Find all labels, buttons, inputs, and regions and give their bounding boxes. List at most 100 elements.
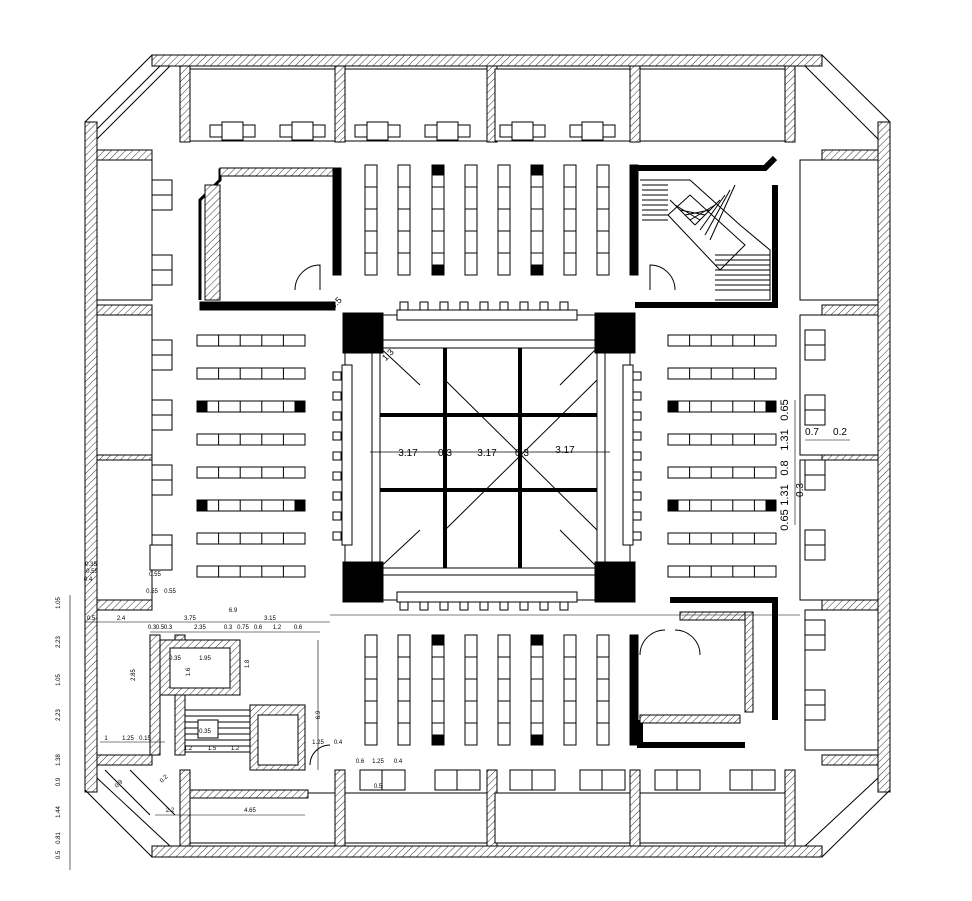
dimension-label: 0.9	[114, 779, 125, 790]
dimension-label: 1.6	[186, 667, 192, 676]
balcony-ledge	[396, 309, 578, 321]
chair	[332, 391, 342, 401]
elevator	[169, 647, 231, 689]
door	[294, 264, 321, 291]
outer-wall-bottom	[151, 845, 823, 858]
bookshelf	[397, 634, 411, 746]
pier	[179, 65, 191, 143]
bookshelf	[667, 532, 777, 545]
dimension-label: 4.65	[244, 808, 256, 814]
line	[679, 209, 706, 216]
pier	[629, 769, 641, 847]
room-se	[637, 597, 778, 748]
stair-landing	[197, 719, 219, 739]
central-atrium	[332, 301, 642, 611]
chair	[519, 601, 529, 611]
bookshelf	[667, 334, 777, 347]
balcony-ledge	[396, 591, 578, 603]
bookshelf	[431, 164, 445, 276]
reading-tables	[149, 121, 826, 791]
line	[689, 204, 716, 221]
outer-wall-right	[877, 121, 891, 793]
chairs	[366, 121, 389, 141]
dimension-label: 0.81	[56, 832, 62, 844]
line	[704, 189, 731, 236]
chair	[539, 601, 549, 611]
dimension-label: 0.5	[156, 625, 165, 631]
pier	[179, 769, 191, 847]
dimension-label: 1.25	[312, 740, 324, 746]
dimension-label: 0.4	[84, 577, 93, 583]
line	[709, 184, 736, 241]
dimension-label: 0.35	[169, 656, 181, 662]
corner-wall	[804, 777, 891, 858]
line	[694, 199, 721, 226]
dimension-label: 3.17	[555, 445, 575, 456]
dimension-label: 1.05	[56, 597, 62, 609]
chair	[499, 301, 509, 311]
dimension-label: 0.55	[146, 589, 158, 595]
dimension-label: 0.55	[164, 589, 176, 595]
study-carrel	[494, 792, 631, 844]
dimension-label: 0.3	[438, 448, 452, 459]
dimension-label: 2.85	[131, 669, 137, 681]
pier	[96, 304, 153, 316]
bookshelf	[464, 634, 478, 746]
corner-wall	[104, 769, 176, 816]
dimension-label: 0.65	[779, 399, 791, 420]
bookshelf	[196, 565, 306, 578]
dimension-label: 1.31	[779, 484, 791, 505]
shelf-end	[530, 634, 544, 646]
shelf-end	[530, 164, 544, 176]
dimension-label: 1.2	[184, 746, 193, 752]
bookshelf	[667, 400, 777, 413]
chair	[399, 301, 409, 311]
chair	[332, 371, 342, 381]
wall	[204, 184, 221, 301]
bookshelf	[431, 634, 445, 746]
dimension-label: 2.4	[117, 616, 126, 622]
wall	[189, 789, 309, 799]
door	[309, 744, 331, 766]
bookshelf	[364, 634, 378, 746]
chair	[559, 301, 569, 311]
pier	[96, 149, 153, 161]
column	[342, 561, 384, 603]
side-room	[96, 159, 153, 301]
shelf-end	[530, 734, 544, 746]
pier	[629, 65, 641, 143]
bookshelf	[563, 164, 577, 276]
dimension-label: 0.6	[356, 759, 365, 765]
dimension-label: 6.9	[316, 710, 322, 719]
bookshelf	[667, 367, 777, 380]
dimension-label: 0.2	[833, 427, 847, 438]
pier	[821, 149, 879, 161]
balcony-ledge	[341, 364, 353, 546]
dimension-label: 0.3	[224, 625, 233, 631]
study-carrel	[189, 792, 336, 844]
wall	[149, 634, 161, 756]
shelf-end	[294, 499, 306, 512]
bookshelf	[596, 634, 610, 746]
dimension-label: 1.31	[779, 429, 791, 450]
shelf-end	[765, 400, 777, 413]
chair	[332, 491, 342, 501]
side-room	[96, 459, 153, 601]
stair-landing	[667, 194, 746, 271]
dimension-label: 3.17	[398, 448, 418, 459]
dimension-label: 0.5	[374, 784, 383, 790]
wall-solid	[629, 164, 639, 276]
staircase	[640, 179, 771, 301]
wall	[639, 714, 741, 724]
bookshelf	[464, 164, 478, 276]
dimension-label: 1.5	[208, 746, 217, 752]
study-carrel	[639, 792, 786, 844]
dimension-label: 1.2	[231, 746, 240, 752]
side-room	[799, 159, 879, 301]
chair	[539, 301, 549, 311]
line	[674, 204, 701, 221]
dimension-label: 1.25	[372, 759, 384, 765]
pier	[784, 769, 796, 847]
